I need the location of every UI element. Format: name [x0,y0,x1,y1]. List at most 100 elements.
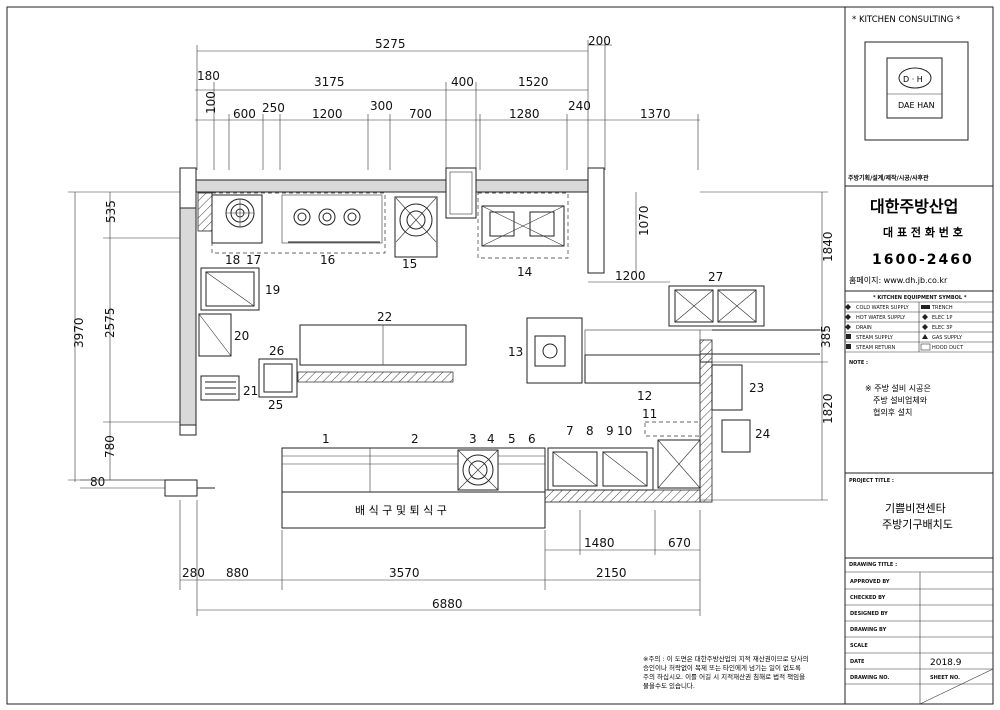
dim-200: 200 [588,34,611,48]
hood-duct-icon [920,343,931,351]
dim-880: 880 [226,566,249,580]
equipment-number: 6 [528,432,536,446]
dim-1200: 1200 [312,107,343,121]
equipment-number: 21 [243,384,258,398]
legend-left: STEAM RETURN [856,345,896,351]
serving-counter [281,491,546,529]
equipment-number: 12 [637,389,652,403]
project-title-line: 기쁨비젼센타 [885,502,946,515]
row-designed-by: DESIGNED BY [850,611,888,617]
legend-right: TRENCH [931,305,953,311]
logo-text: D · H [903,75,923,84]
equipment-number: 18 [225,253,240,267]
equipment-number: 8 [586,424,594,438]
dim-240: 240 [568,99,591,113]
equipment-number: 5 [508,432,516,446]
cold-water-icon [845,304,851,310]
serving-counter-label: 배 식 구 및 퇴 식 구 [355,504,447,517]
title-block: * KITCHEN CONSULTING * D · H DAE HAN 주방기… [845,15,994,705]
equipment-number: 16 [320,253,335,267]
note-line: ※ 주방 설비 시공은 [865,383,931,393]
dim-1200-mid: 1200 [615,269,646,283]
dim-6880: 6880 [432,597,463,611]
row-date: DATE [850,659,865,665]
hot-water-icon [845,314,851,320]
dim-700: 700 [409,107,432,121]
dim-180: 180 [197,69,220,83]
dim-1820: 1820 [821,393,835,424]
services-label: 주방기획/설계/제작/시공/사후관 [848,174,929,182]
equipment-number: 14 [517,265,532,279]
company-logo [886,57,943,119]
disclaimer-line: ※주의 : 이 도면은 대한주방산업의 지적 재산권이므로 당사의 [643,654,809,663]
equipment-number: 10 [617,424,632,438]
note-label: NOTE : [849,360,868,366]
dim-385: 385 [819,325,833,348]
dim-1070: 1070 [637,205,651,236]
gas-supply-icon [922,334,928,339]
equipment-number: 20 [234,329,249,343]
dim-100: 100 [204,91,218,114]
legend-right: ELEC 1P [932,315,952,321]
sheet-no-label: SHEET NO. [930,675,960,681]
equipment-number: 26 [269,344,284,358]
dim-3970: 3970 [72,317,86,348]
equipment-number: 13 [508,345,523,359]
row-approved-by: APPROVED BY [850,579,890,585]
walls [179,167,820,503]
dim-1370: 1370 [640,107,671,121]
dim-3175: 3175 [314,75,345,89]
dim-5275: 5275 [375,37,406,51]
equipment-number: 11 [642,407,657,421]
legend-left: STEAM SUPPLY [856,335,894,341]
drawing-title-label: DRAWING TITLE : [849,562,897,568]
dim-3570: 3570 [389,566,420,580]
left-dimensions: 3970 535 2575 780 80 [68,191,180,489]
legend-right: GAS SUPPLY [932,335,963,341]
hood-outline-2 [477,192,569,259]
note-line: 주방 설비업체와 [873,395,928,405]
dim-1520: 1520 [518,75,549,89]
elec-3p-icon [922,324,928,330]
legend-right: HOOD DUCT [932,345,964,351]
equipment-number: 2 [411,432,419,446]
phone-number: 1600-2460 [872,252,974,268]
legend-right: ELEC 3P [932,325,952,331]
dim-2150: 2150 [596,566,627,580]
legend-title: * KITCHEN EQUIPMENT SYMBOL * [873,295,967,301]
dim-280: 280 [182,566,205,580]
legend-left: DRAIN [856,325,872,331]
dim-535: 535 [104,200,118,223]
equipment-number: 25 [268,398,283,412]
phone-label: 대 표 전 화 번 호 [883,225,963,239]
trench-icon [921,305,930,309]
disclaimer-line: 승인이나 허락없이 복제 또는 타인에게 넘기는 일이 없도록 [643,663,801,672]
consulting-label: * KITCHEN CONSULTING * [852,15,960,25]
equipment [164,192,765,529]
dim-600: 600 [233,107,256,121]
note-line: 협의후 설치 [873,407,912,417]
steam-supply-icon [846,334,851,339]
row-checked-by: CHECKED BY [850,595,886,601]
disclaimer: ※주의 : 이 도면은 대한주방산업의 지적 재산권이므로 당사의 승인이나 허… [643,654,809,690]
dim-250: 250 [262,101,285,115]
equipment-number: 22 [377,310,392,324]
drain-icon [845,324,851,330]
homepage: 홈페이지: www.dh.jb.co.kr [849,275,948,285]
equipment-number: 7 [566,424,574,438]
dim-1480: 1480 [584,536,615,550]
equipment-number: 24 [755,427,770,441]
legend-left: COLD WATER SUPPLY [856,305,910,311]
bottom-dimensions: 280 880 3570 2150 6880 1480 670 [179,500,701,616]
row-drawing-by: DRAWING BY [850,627,887,633]
row-drawing-no: DRAWING NO. [850,675,889,681]
equipment-number: 19 [265,283,280,297]
disclaimer-line: 물을수도 있습니다. [643,681,695,690]
date-value: 2018.9 [930,658,962,668]
project-title-label: PROJECT TITLE : [849,478,894,484]
dim-2575: 2575 [103,307,117,338]
dim-80: 80 [90,475,105,489]
logo-name: DAE HAN [898,101,935,110]
dim-400: 400 [451,75,474,89]
steam-return-icon [846,344,851,349]
